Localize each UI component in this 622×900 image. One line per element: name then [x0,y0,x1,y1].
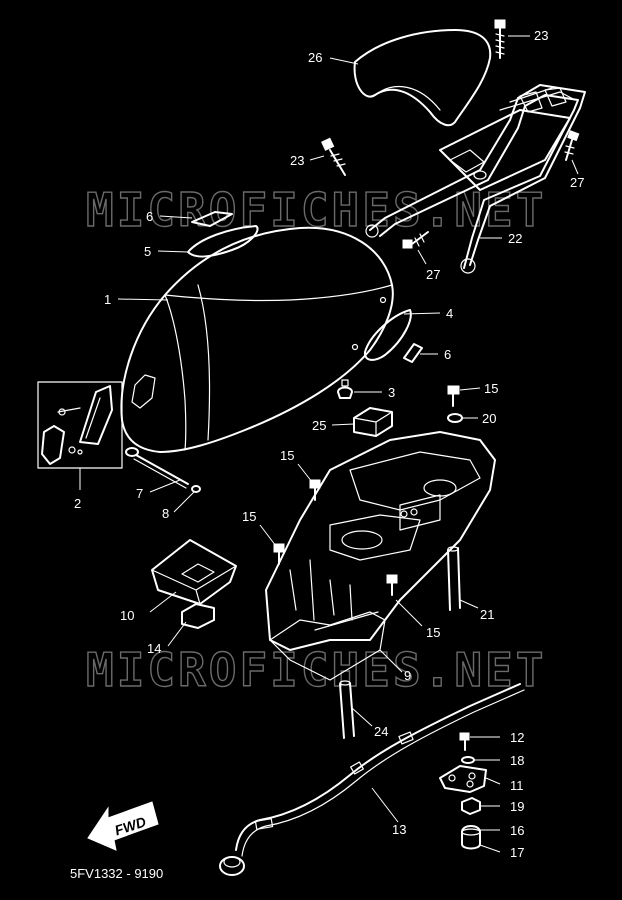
label-27-left: 27 [426,267,440,282]
label-14: 14 [147,641,161,656]
label-15-left: 15 [242,509,256,524]
lock-assembly-inset [37,381,123,469]
bolt-15-right [447,385,460,407]
label-9: 9 [404,668,411,683]
seat-lock-cable [219,683,525,876]
label-5: 5 [144,244,151,259]
pad-14 [181,603,215,629]
label-1: 1 [104,292,111,307]
nut-19 [461,797,481,815]
side-pad [363,309,412,361]
leader-lines [79,35,579,853]
grommet [337,379,353,399]
label-10: 10 [120,608,134,623]
label-18: 18 [510,753,524,768]
label-4: 4 [446,306,453,321]
label-24: 24 [374,724,388,739]
bolt-12 [459,732,470,751]
label-13: 13 [392,822,406,837]
label-23-top: 23 [534,28,548,43]
label-23-left: 23 [290,153,304,168]
body-cover [120,226,394,453]
label-25: 25 [312,418,326,433]
label-15-lower: 15 [426,625,440,640]
cap-16 [461,825,481,850]
label-20: 20 [482,411,496,426]
bolt-15-lower [386,574,398,596]
lock-bracket [439,765,487,793]
seat-cushion [353,29,492,127]
label-16: 16 [510,823,524,838]
label-3: 3 [388,385,395,400]
label-17: 17 [510,845,524,860]
label-26: 26 [308,50,322,65]
bolt-23-left [321,137,346,176]
washer-18 [461,756,475,764]
luggage-box [265,431,496,681]
label-6-right: 6 [444,347,451,362]
label-21: 21 [480,607,494,622]
label-8: 8 [162,506,169,521]
label-15-upper: 15 [280,448,294,463]
long-bolt [125,447,189,489]
label-7: 7 [136,486,143,501]
part-number-labels: 26 23 23 27 6 5 22 27 1 4 6 3 15 20 25 2… [74,28,584,860]
label-2: 2 [74,496,81,511]
rear-carrier [365,84,586,274]
label-22: 22 [508,231,522,246]
bolt-27-right [564,130,580,161]
label-6-top: 6 [146,209,153,224]
label-27-right: 27 [570,175,584,190]
emblem-right [403,343,423,363]
label-19: 19 [510,799,524,814]
washer-20 [447,413,463,423]
bolt-27-left [402,231,429,249]
label-15-right: 15 [484,381,498,396]
label-11: 11 [510,778,524,793]
damper-block [353,407,393,437]
forward-direction-arrow: FWD [87,801,159,851]
washer [191,485,201,493]
diagram-code: 5FV1332 - 9190 [70,866,163,881]
bolt-23-top [494,19,506,59]
emblem-top [191,211,233,227]
label-12: 12 [510,730,524,745]
watermark-bottom: MICROFICHES.NET [86,643,546,697]
hose-21 [447,546,461,611]
hose-24 [339,680,355,739]
battery-cover [151,539,237,605]
